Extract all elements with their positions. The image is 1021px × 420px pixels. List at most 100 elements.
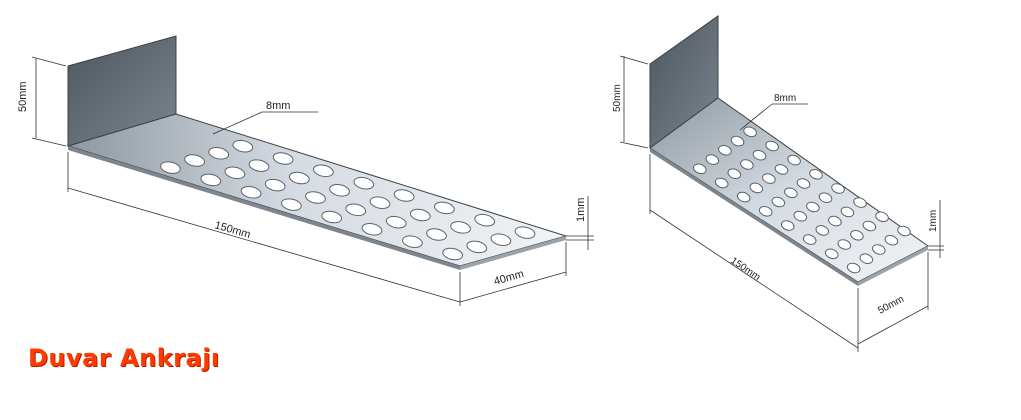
hole: [514, 226, 536, 239]
hole: [884, 234, 899, 246]
left-anchor: 50mm 8mm 150mm 40mm 1mm: [17, 35, 594, 306]
hole: [840, 206, 855, 218]
hole: [815, 225, 830, 236]
hole: [730, 135, 745, 147]
left-length-label: 150mm: [213, 219, 252, 241]
left-thickness-dimension: [566, 196, 594, 250]
hole: [272, 152, 294, 165]
right-anchor-edge: [650, 148, 858, 286]
caption-title: Duvar Ankrajı: [28, 344, 220, 372]
hole: [305, 191, 326, 204]
hole: [727, 168, 742, 179]
hole: [837, 239, 852, 250]
hole: [426, 228, 447, 241]
left-height-dimension: [31, 56, 67, 147]
hole: [846, 262, 861, 274]
hole: [369, 196, 391, 209]
hole: [818, 192, 833, 203]
hole: [771, 196, 786, 208]
right-width-label: 50mm: [876, 294, 906, 317]
left-hole-dimension: [212, 111, 318, 135]
hole: [450, 221, 471, 234]
left-thickness-label: 1mm: [575, 198, 587, 222]
hole: [859, 253, 874, 264]
hole: [240, 186, 262, 199]
hole: [264, 178, 286, 192]
right-hole-dimension: [739, 103, 808, 131]
right-height-label: 50mm: [612, 84, 623, 112]
right-width-dimension: [857, 252, 929, 345]
hole: [897, 225, 911, 237]
right-anchor: 50mm 8mm 150mm 50mm 1mm: [612, 15, 944, 352]
hole: [321, 210, 343, 224]
hole: [184, 154, 205, 167]
hole: [828, 215, 842, 227]
left-length-dimension: [67, 152, 461, 306]
hole: [872, 244, 886, 255]
hole: [329, 184, 350, 197]
right-length-label: 150mm: [728, 255, 762, 283]
hole: [490, 233, 512, 246]
hole: [749, 182, 764, 194]
hole: [831, 183, 845, 194]
hole: [409, 208, 431, 222]
hole: [743, 126, 757, 138]
left-width-dimension: [459, 242, 567, 303]
hole: [160, 161, 181, 174]
hole: [740, 159, 754, 170]
hole: [281, 198, 302, 211]
hole: [402, 235, 423, 248]
hole: [224, 166, 246, 180]
left-anchor-holes: [160, 139, 536, 261]
hole: [714, 177, 729, 189]
hole: [862, 220, 877, 232]
hole: [208, 147, 230, 160]
right-thickness-dimension: [928, 200, 944, 258]
hole: [784, 187, 798, 199]
hole: [793, 210, 808, 222]
hole: [787, 154, 801, 166]
hole: [705, 154, 720, 165]
right-hole-label: 8mm: [774, 93, 796, 104]
left-hole-label: 8mm: [266, 100, 290, 112]
hole: [875, 211, 889, 223]
left-anchor-edge: [68, 146, 460, 270]
hole: [232, 139, 254, 153]
hole: [288, 171, 310, 185]
hole: [718, 145, 732, 156]
hole: [780, 220, 795, 231]
hole: [393, 189, 415, 202]
hole: [853, 197, 867, 208]
hole: [200, 173, 222, 187]
hole: [774, 164, 789, 175]
hole: [762, 173, 776, 184]
hole: [758, 206, 773, 217]
hole: [802, 234, 817, 245]
hole: [824, 248, 839, 260]
right-thickness-label: 1mm: [928, 210, 939, 232]
hole: [248, 159, 270, 172]
hole: [850, 230, 864, 241]
hole: [806, 201, 820, 213]
hole: [752, 149, 767, 161]
right-anchor-holes: [693, 126, 911, 274]
right-length-dimension: [649, 154, 859, 352]
hole: [765, 140, 779, 152]
hole: [736, 191, 751, 203]
hole: [385, 215, 407, 229]
right-height-dimension: [619, 55, 649, 149]
hole: [434, 201, 455, 215]
hole: [361, 223, 383, 236]
hole: [809, 169, 823, 180]
hole: [313, 164, 334, 178]
hole: [693, 163, 707, 175]
hole: [442, 247, 464, 261]
hole: [466, 240, 488, 254]
hole: [353, 176, 375, 190]
hole: [796, 178, 811, 189]
left-anchor-base: [66, 113, 568, 267]
hole: [345, 203, 367, 217]
hole: [474, 213, 496, 227]
left-height-label: 50mm: [17, 81, 29, 112]
